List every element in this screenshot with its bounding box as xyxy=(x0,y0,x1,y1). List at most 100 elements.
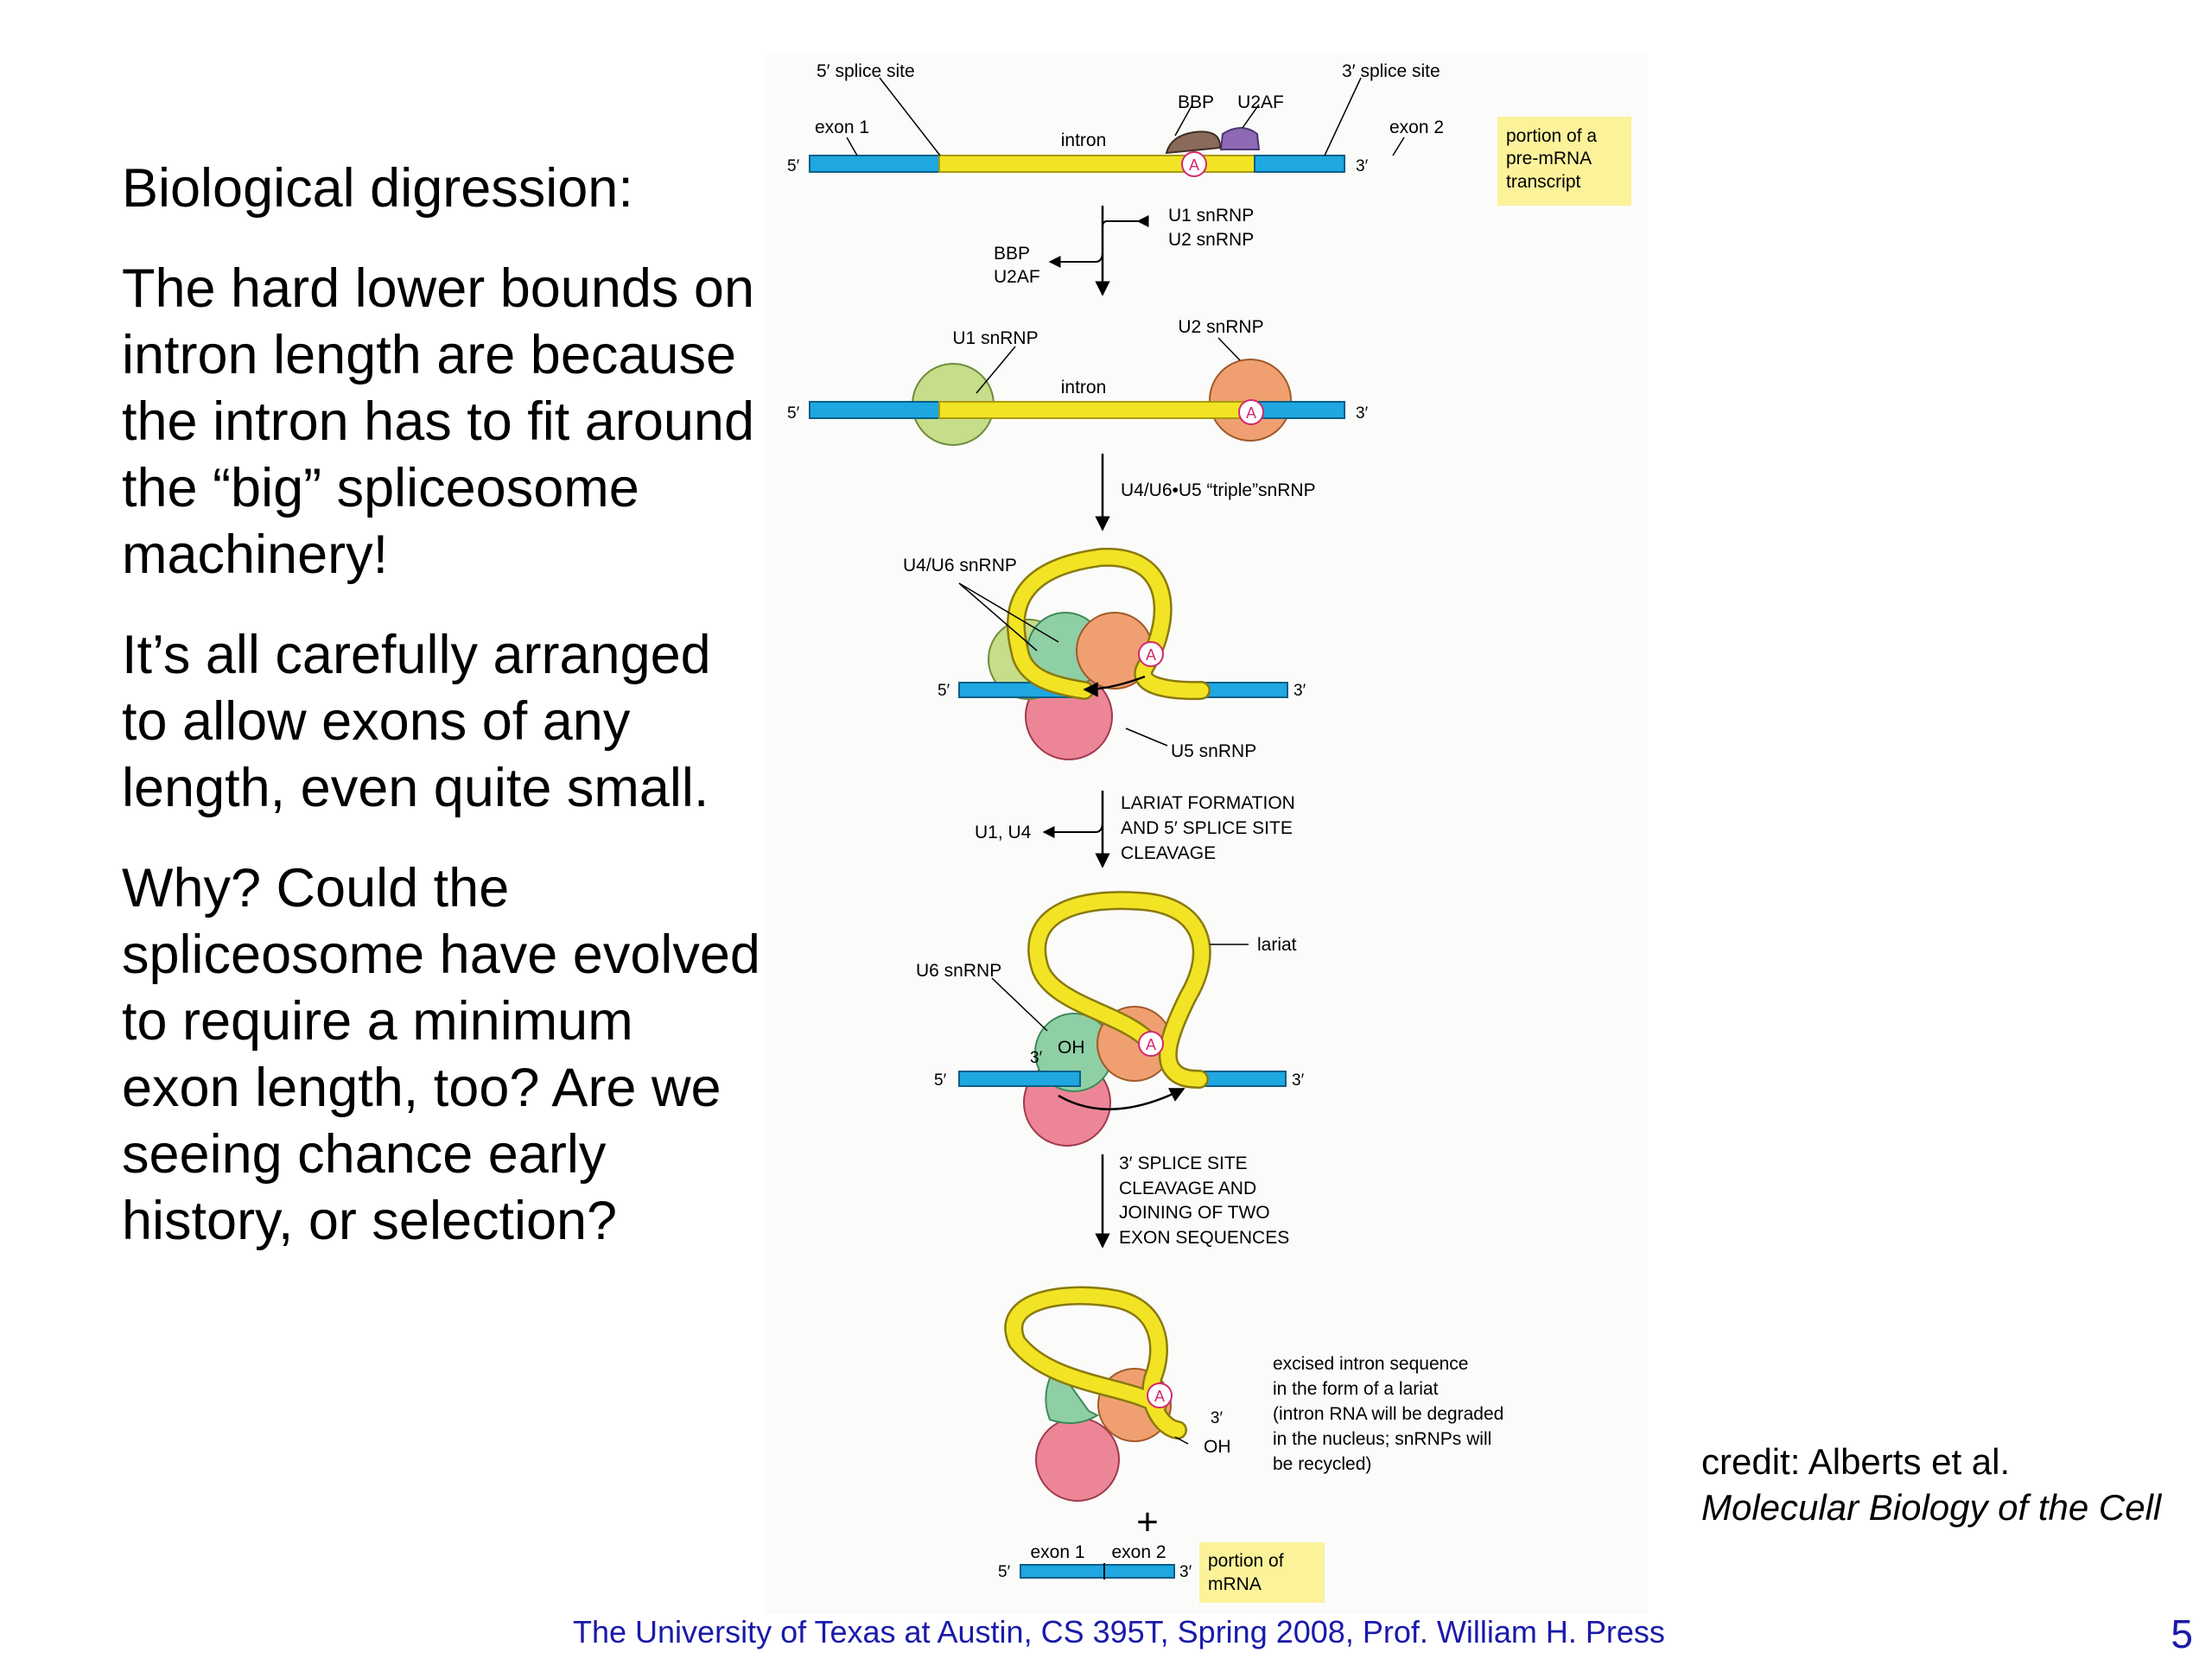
lariat-label: lariat xyxy=(1257,935,1297,955)
u4u6-leader-1 xyxy=(958,582,1038,652)
transcript-box-line3: transcript xyxy=(1506,172,1581,192)
step1-out-arrow xyxy=(1048,251,1103,268)
three-prime-label-4a: 3′ xyxy=(1030,1049,1043,1067)
splice3-leader xyxy=(1324,77,1362,156)
mrna-exon1-label: exon 1 xyxy=(1030,1542,1084,1562)
panel-spliceosome: A U4/U6 snRNP U5 snRNP 5′ 3′ xyxy=(903,547,1306,761)
intron-segment-2 xyxy=(938,401,1255,419)
bbp-protein xyxy=(1165,130,1222,155)
splice5-leader xyxy=(879,77,941,156)
u6-leader xyxy=(991,977,1048,1032)
five-prime-label-4: 5′ xyxy=(934,1071,947,1090)
mrna-box-line2: mRNA xyxy=(1208,1574,1262,1594)
step3-label-3: CLEAVAGE xyxy=(1121,843,1216,863)
branch-point-a-4 xyxy=(1138,1031,1164,1057)
u5-snrnp-5 xyxy=(1035,1417,1120,1502)
plus-sign: + xyxy=(1136,1501,1159,1543)
u2-label: U2 snRNP xyxy=(1178,317,1263,337)
u6-label: U6 snRNP xyxy=(916,961,1001,981)
panel-premrna: A 5′ splice site 3′ splice site BBP U2AF… xyxy=(787,61,1631,206)
credit-authors: credit: Alberts et al. xyxy=(1701,1441,2011,1482)
step3-out-arrow xyxy=(1042,821,1103,838)
step1-u1-label: U1 snRNP xyxy=(1168,206,1254,226)
step-lariat-formation: LARIAT FORMATION AND 5′ SPLICE SITE CLEA… xyxy=(975,791,1295,868)
five-prime-label: 5′ xyxy=(787,157,800,175)
step3-label-1: LARIAT FORMATION xyxy=(1121,793,1295,813)
branch-point-label-2: A xyxy=(1246,404,1256,422)
step-u1-u2-binding: U1 snRNP U2 snRNP BBP U2AF xyxy=(994,206,1254,296)
step4-label-3: JOINING OF TWO xyxy=(1119,1203,1270,1223)
three-prime-label-4b: 3′ xyxy=(1292,1071,1305,1090)
figure-background xyxy=(765,54,1648,1614)
join-arrow xyxy=(1058,1087,1185,1110)
u2-leader xyxy=(1217,337,1241,361)
branch-point-label-4: A xyxy=(1146,1036,1156,1053)
u4u6-leader-2 xyxy=(958,582,1059,643)
mrna-box-line1: portion of xyxy=(1208,1551,1284,1571)
credit-book-title: Molecular Biology of the Cell xyxy=(1701,1487,2162,1528)
transcript-box-line1: portion of a xyxy=(1506,126,1597,146)
branch-point-label-5: A xyxy=(1154,1388,1165,1405)
branch-point-a-5 xyxy=(1147,1382,1173,1408)
intron-loop xyxy=(1008,550,1209,698)
three-prime-label-3: 3′ xyxy=(1294,682,1306,700)
three-prime-label: 3′ xyxy=(1356,157,1369,175)
lariat-loop xyxy=(1029,893,1210,1087)
u2af-leader xyxy=(1242,104,1260,129)
footer-text: The University of Texas at Austin, CS 39… xyxy=(573,1614,1665,1649)
five-prime-label-3: 5′ xyxy=(938,682,950,700)
panel-u1-u2-bound: A U1 snRNP U2 snRNP intron 5′ 3′ xyxy=(787,317,1369,446)
digression-heading: Biological digression: xyxy=(122,158,633,219)
exon1-label: exon 1 xyxy=(815,118,869,137)
branch-point-a-3 xyxy=(1138,641,1164,667)
oh-label: OH xyxy=(1058,1038,1085,1058)
exon-1-segment xyxy=(809,155,940,173)
bbp-leader xyxy=(1174,104,1193,137)
intron-label: intron xyxy=(1061,130,1107,150)
page-number: 5 xyxy=(2171,1611,2193,1656)
step3-out-label: U1, U4 xyxy=(975,823,1032,842)
oh-leader xyxy=(1174,1436,1189,1445)
three-prime-label-2: 3′ xyxy=(1356,404,1369,423)
mrna-five-prime: 5′ xyxy=(998,1563,1011,1581)
step1-u2af-label: U2AF xyxy=(994,267,1040,287)
transcript-label-box xyxy=(1497,117,1631,206)
panel-lariat: A lariat U6 snRNP OH 3′ 5′ 3′ xyxy=(916,891,1305,1147)
u2af-label: U2AF xyxy=(1237,92,1284,112)
exon-2-segment-4 xyxy=(1198,1071,1287,1087)
excised-line4: in the nucleus; snRNPs will xyxy=(1273,1429,1491,1449)
exon2-label: exon 2 xyxy=(1389,118,1444,137)
exon-1-segment-4 xyxy=(958,1071,1081,1087)
branch-point-label: A xyxy=(1189,156,1199,174)
step4-label-2: CLEAVAGE AND xyxy=(1119,1179,1256,1198)
transcript-box-line2: pre-mRNA xyxy=(1506,149,1592,168)
branch-point-a-2 xyxy=(1238,399,1264,425)
exon-1-segment-2 xyxy=(809,401,940,419)
step1-u2-label: U2 snRNP xyxy=(1168,230,1254,250)
exon1-leader xyxy=(846,137,858,156)
step3-label-2: AND 5′ SPLICE SITE xyxy=(1121,818,1293,838)
excised-line3: (intron RNA will be degraded xyxy=(1273,1404,1503,1424)
intron-label-2: intron xyxy=(1061,378,1107,397)
credit-block: credit: Alberts et al. Molecular Biology… xyxy=(1701,1439,2161,1530)
exon2-leader xyxy=(1392,137,1405,156)
intron-length-paragraph: The hard lower bounds on intron length a… xyxy=(122,258,754,585)
branch-point-label-3: A xyxy=(1146,646,1156,664)
u2af-protein xyxy=(1219,127,1261,150)
branch-point-a xyxy=(1181,151,1207,177)
step4-label-4: EXON SEQUENCES xyxy=(1119,1228,1289,1248)
exon-2-segment xyxy=(1254,155,1345,173)
exon-2-segment-2 xyxy=(1254,401,1345,419)
exon-length-paragraph: It’s all carefully arranged to allow exo… xyxy=(122,625,711,818)
excised-line1: excised intron sequence xyxy=(1273,1354,1468,1374)
step4-label-1: 3′ SPLICE SITE xyxy=(1119,1154,1248,1173)
mrna-label-box xyxy=(1199,1542,1325,1603)
five-prime-label-2: 5′ xyxy=(787,404,800,423)
question-paragraph: Why? Could the spliceosome have evolved … xyxy=(122,858,760,1251)
mrna-three-prime: 3′ xyxy=(1179,1563,1192,1581)
step-exon-joining: 3′ SPLICE SITE CLEAVAGE AND JOINING OF T… xyxy=(1095,1154,1289,1249)
u5-label: U5 snRNP xyxy=(1171,741,1256,761)
bbp-label: BBP xyxy=(1178,92,1214,112)
panel-excised-lariat: A 3′ OH excised intron sequence in the f… xyxy=(1004,1286,1503,1543)
u1-label: U1 snRNP xyxy=(952,328,1038,348)
